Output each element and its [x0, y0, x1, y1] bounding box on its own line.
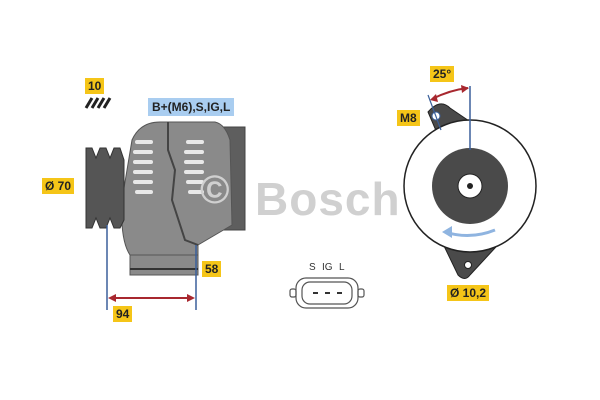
- pin-s-label: S: [309, 262, 316, 273]
- copyright-watermark: ©: [200, 168, 231, 212]
- offset-dimension-label: 58: [202, 261, 222, 277]
- pulley-diameter-label: Ø 70: [42, 178, 75, 194]
- mount-hole-label: Ø 10,2: [447, 285, 490, 301]
- connector-icon: [289, 277, 365, 309]
- pin-ig-label: IG: [322, 262, 333, 273]
- width-dimension-label: 94: [113, 306, 133, 322]
- hatch-icon: [84, 97, 113, 109]
- pin-l-label: L: [339, 262, 345, 273]
- angle-label: 25°: [430, 66, 455, 82]
- terminals-label: B+(M6),S,IG,L: [148, 98, 235, 116]
- mount-thread-label: M8: [397, 110, 420, 126]
- pulley: [85, 147, 125, 229]
- brand-watermark: Bosch: [255, 173, 401, 225]
- thread-count-label: 10: [85, 78, 105, 94]
